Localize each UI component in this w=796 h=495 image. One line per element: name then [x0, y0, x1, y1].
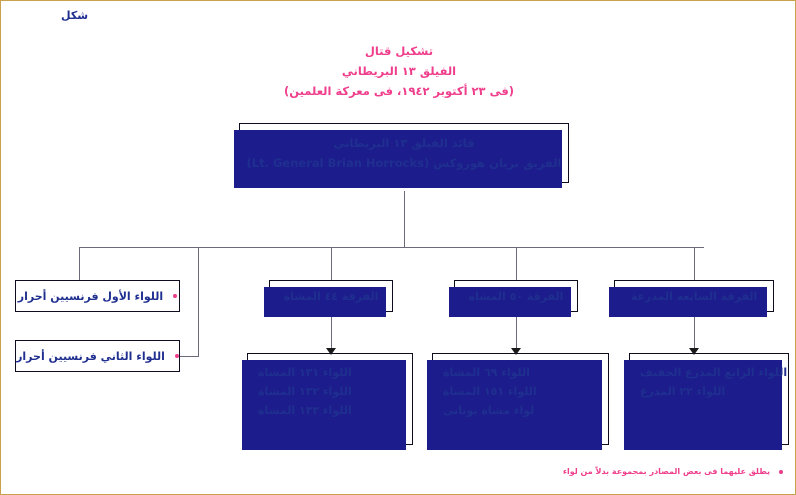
footnote-text: يطلق عليهما فى بعض المصادر بمجموعة بدلاً… — [562, 467, 770, 476]
division-7-armoured-box[interactable]: الفرقة السابعة المدرعة — [609, 280, 774, 317]
division-50-box[interactable]: الفرقة ٥٠ المشاة — [449, 280, 578, 317]
title-line-3: (فى ٢٣ أكتوبر ١٩٤٢، فى معركة العلمين) — [283, 84, 514, 98]
footnote: يطلق عليهما فى بعض المصادر بمجموعة بدلاً… — [563, 467, 783, 476]
arrow-into-list-7 — [689, 348, 699, 355]
unit-item: اللواء الرابع المدرع الخفيف — [640, 366, 788, 379]
french-brigade-1-box[interactable]: اللواء الأول فرنسيين أحرار — [15, 280, 180, 312]
division-50-label: الفرقة ٥٠ المشاة — [468, 289, 564, 303]
french-brigade-2-box[interactable]: اللواء الثاني فرنسيين أحرار — [15, 340, 180, 372]
unit-item: اللواء ٢٢ المدرع — [640, 385, 726, 398]
division-50-units-box[interactable]: اللواء ٦٩ المشاة اللواء ١٥١ المشاة لواء … — [427, 353, 609, 450]
footnote-bullet-icon — [174, 354, 179, 358]
unit-item: اللواء ١٣٢ المشاة — [258, 385, 352, 398]
commander-name: الفريق بريان هوروكس (Lt. General Brian H… — [246, 156, 562, 170]
division-44-label: الفرقة ٤٤ المشاة — [283, 289, 379, 303]
division-44-box[interactable]: الفرقة ٤٤ المشاة — [264, 280, 393, 317]
connector-trunk — [404, 191, 405, 247]
commander-box[interactable]: قائد الفيلق ١٣ البريطاني الفريق بريان هو… — [234, 123, 569, 188]
connector-drop-french — [79, 247, 80, 280]
title-line-1: تشكيل قتال — [364, 44, 434, 58]
arrow-into-list-44 — [326, 348, 336, 355]
french-brigade-1-label: اللواء الأول فرنسيين أحرار — [17, 289, 164, 303]
connector-drop-div-7 — [694, 247, 695, 280]
unit-item: اللواء ١٣٣ المشاة — [258, 404, 352, 417]
unit-item: اللواء ١٣١ المشاة — [258, 366, 352, 379]
unit-item: اللواء ٦٩ المشاة — [443, 366, 530, 379]
connector-div-50-to-list — [516, 312, 517, 353]
unit-item: اللواء ١٥١ المشاة — [443, 385, 537, 398]
connector-bus — [79, 247, 704, 248]
footnote-bullet-icon — [779, 469, 783, 474]
connector-div-44-to-list — [331, 312, 332, 353]
division-44-units-box[interactable]: اللواء ١٣١ المشاة اللواء ١٣٢ المشاة اللو… — [242, 353, 413, 450]
connector-french-branch-2 — [180, 356, 199, 357]
division-7-armoured-label: الفرقة السابعة المدرعة — [630, 289, 758, 303]
connector-french-rail — [198, 247, 199, 357]
division-7-armoured-units-box[interactable]: اللواء الرابع المدرع الخفيف اللواء ٢٢ ال… — [624, 353, 789, 450]
chart-title-block: تشكيل قتال الفيلق ١٣ البريطاني (فى ٢٣ أك… — [1, 41, 796, 101]
title-line-2: الفيلق ١٣ البريطاني — [341, 64, 457, 78]
arrow-into-list-50 — [511, 348, 521, 355]
french-brigade-2-label: اللواء الثاني فرنسيين أحرار — [16, 349, 165, 363]
footnote-bullet-icon — [173, 294, 178, 298]
figure-label: شكل — [61, 9, 89, 22]
connector-drop-div-50 — [516, 247, 517, 280]
connector-div-7-to-list — [694, 312, 695, 353]
commander-title: قائد الفيلق ١٣ البريطاني — [333, 136, 475, 150]
unit-item: لواء مشاة يوناني — [443, 404, 535, 417]
connector-drop-div-44 — [331, 247, 332, 280]
